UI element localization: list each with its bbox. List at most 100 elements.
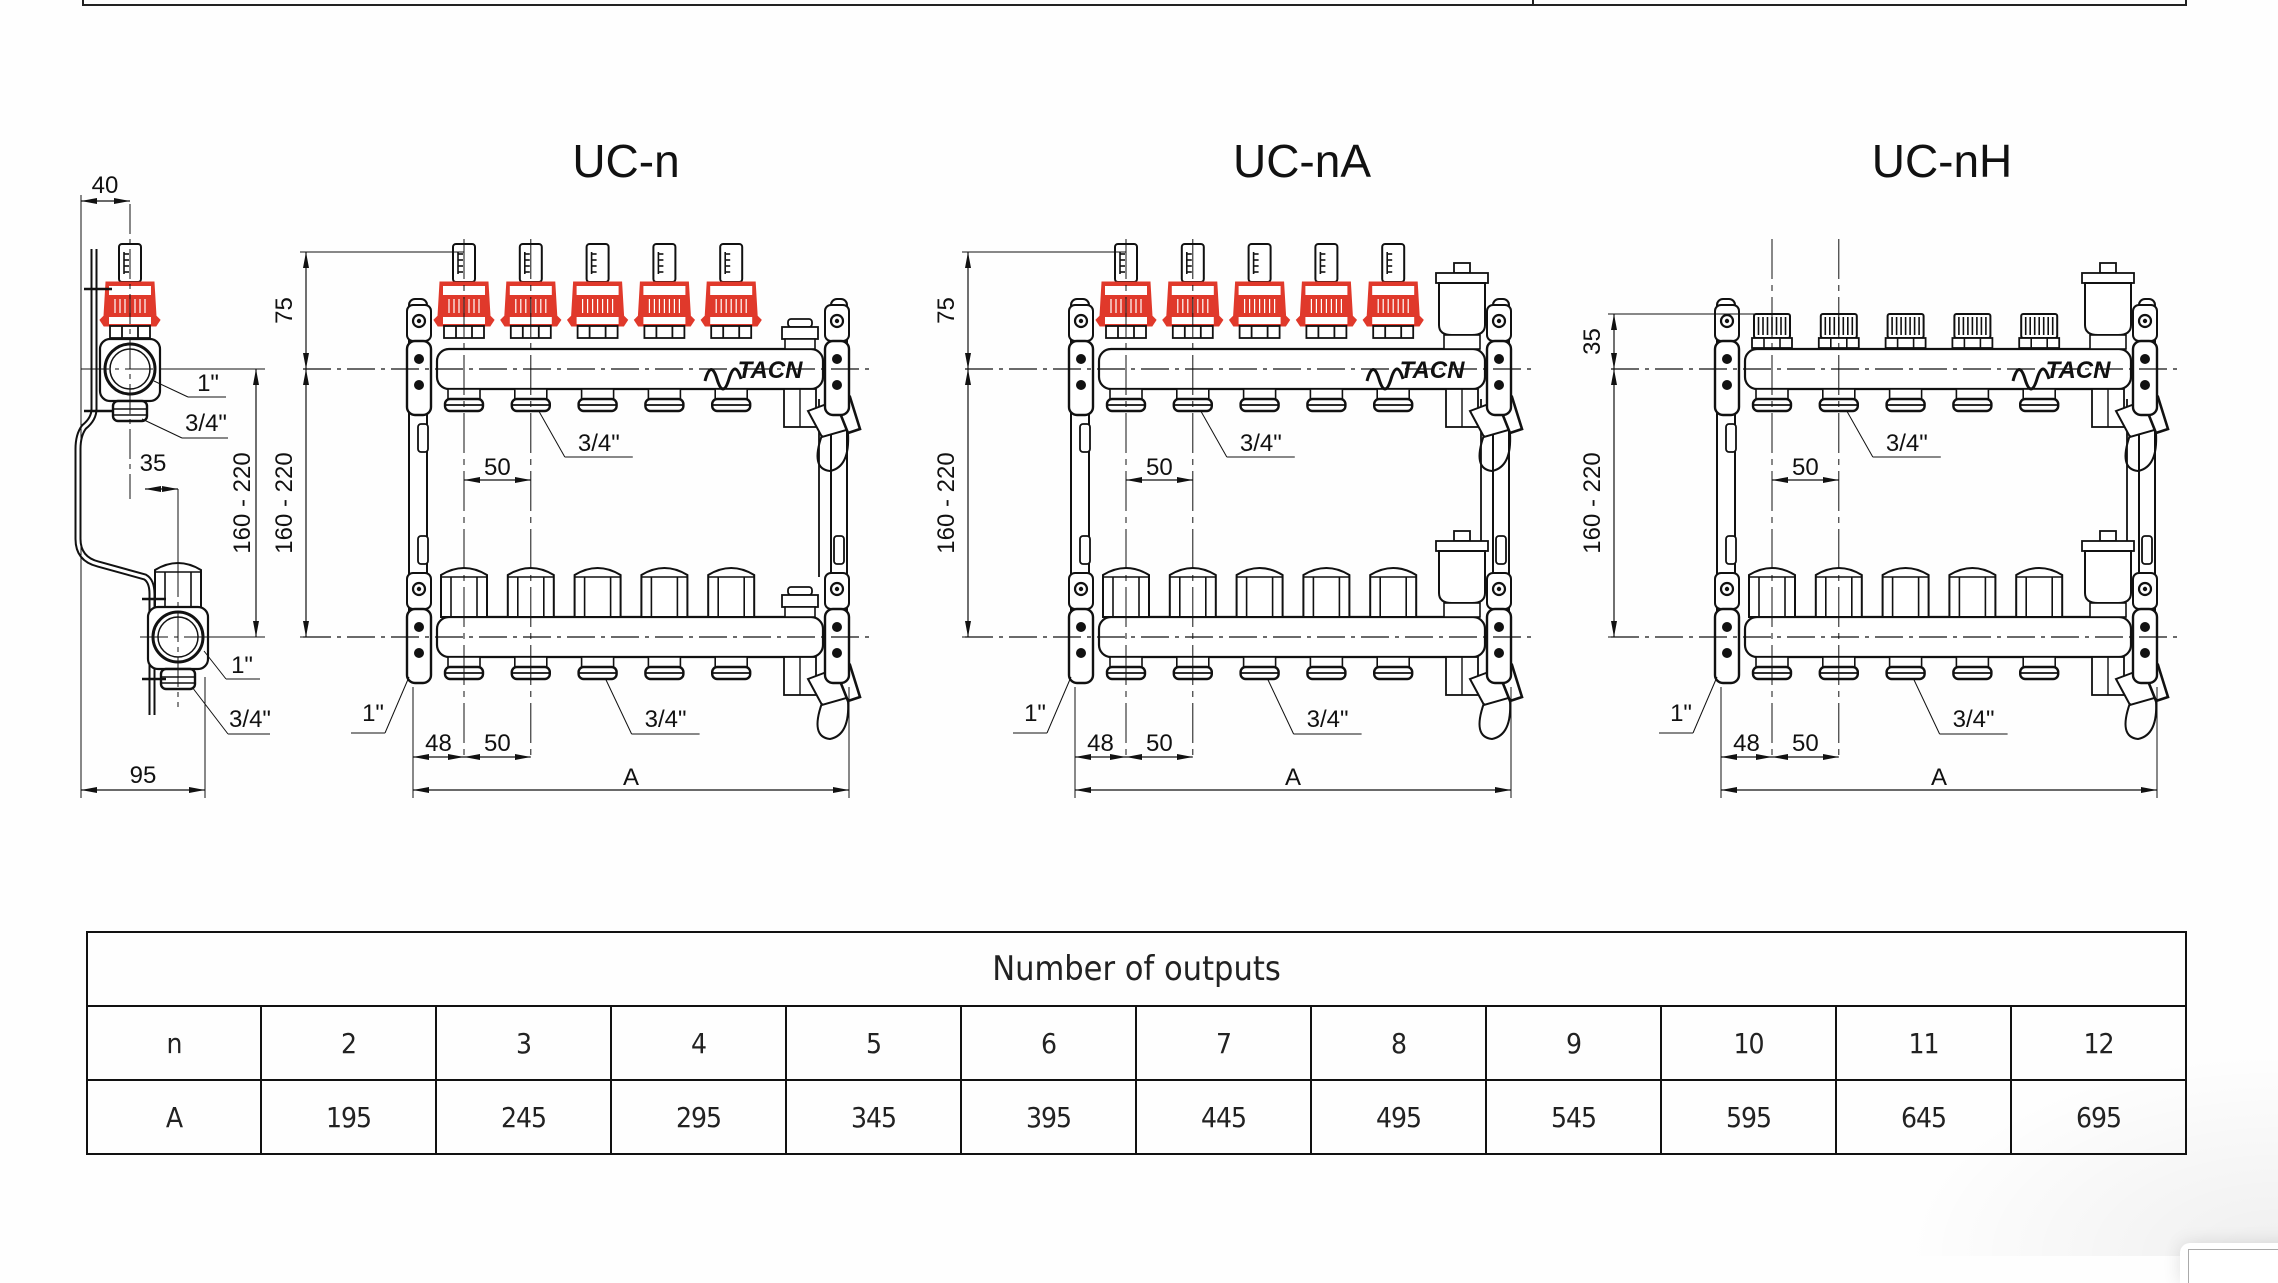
bracket-clamp [1067,339,1095,417]
outlet-thread-icon [1306,388,1347,413]
plug-fitting-icon [781,586,819,618]
bracket-screw-dot [1078,318,1084,324]
mounting-bracket-icon [2131,572,2159,685]
outlet-thread-icon [644,656,685,681]
leader-line [1267,678,1295,735]
vent-nut [2081,540,2135,552]
outlet-nut [580,388,615,400]
table-cell: 10 [1660,1005,1837,1081]
dimension-label: 50 [1146,454,1173,481]
bracket-bolt [414,648,424,658]
bracket-bolt [414,622,424,632]
return-valve-cap-icon [1881,567,1930,618]
drain-chain [816,700,850,741]
dimension-label: 160 - 220 [1579,452,1606,553]
outlet-nut [1955,388,1990,400]
bracket-screw-dot [416,318,422,324]
bracket-screw-dot [2142,318,2148,324]
mounting-bracket-icon [1067,304,1095,417]
bracket-bolt [1722,380,1732,390]
cap-dome [1302,567,1351,618]
cap-band [109,286,151,295]
cap-band [710,286,753,295]
flowmeter-valve-icon [1362,243,1424,339]
leader-line [384,676,410,734]
bracket-screw-dot [1496,318,1502,324]
table-cell: 645 [1835,1079,2012,1155]
bracket-bolt [2140,622,2150,632]
dimension-label: 3/4" [229,706,271,733]
leader-line [1846,410,1874,458]
dimension-label: 50 [1792,730,1819,757]
mounting-bracket-icon [1713,572,1741,685]
air-vent-icon [1435,530,1489,618]
bracket-bolt [832,622,842,632]
valve-body [643,325,686,339]
cap-band [1238,286,1281,295]
gauge-tube [719,243,744,283]
vent-body [2084,550,2132,604]
valve-body [1305,325,1348,339]
bracket-screw-dot [834,318,840,324]
vent-base [2089,602,2127,618]
dimension-label: 1" [1670,700,1692,727]
bracket-screw-dot [1078,586,1084,592]
outlet-nut [1888,656,1923,668]
dimension-label: 3/4" [578,430,620,457]
bracket-bolt [1722,648,1732,658]
bracket-screw-dot [1724,318,1730,324]
table-cell: 445 [1135,1079,1312,1155]
vent-body [1438,550,1486,604]
table-cell: 3 [435,1005,612,1081]
outlet-nut [1309,656,1344,668]
vent-body [2084,282,2132,336]
outlet-nut [647,388,682,400]
table-cell: 5 [785,1005,962,1081]
floating-panel[interactable] [2180,1243,2278,1283]
leader-line [1692,676,1718,734]
plug-fitting-icon [781,318,819,350]
drain-chain [816,432,850,473]
valve-body [1238,325,1281,339]
rail-slot [2141,535,2153,565]
cap-nut [2018,337,2061,349]
leader-line [1200,410,1228,458]
model-title-uc-na: UC-nA [1232,135,1372,187]
bracket-bolt [1494,648,1504,658]
table-cell: 8 [1310,1005,1487,1081]
drain-chain [2124,432,2158,473]
outlet-thread-icon [1952,388,1993,413]
vent-nut [1435,540,1489,552]
outlet-thread-icon [644,388,685,413]
row-label: n [86,1005,262,1081]
outlet-thread-icon [1373,656,1414,681]
table-cell: 2 [260,1005,437,1081]
return-valve-cap-icon [640,567,689,618]
bracket-bolt [1076,354,1086,364]
knurled-cap-icon [2018,313,2061,349]
dimension-label: 48 [425,730,452,757]
outlet-nut [1309,388,1344,400]
previous-page-frame [82,0,2187,6]
dimension-label: 75 [271,297,298,324]
table-caption-row: Number of outputs [86,931,2187,1007]
dimension-label: 48 [1087,730,1114,757]
dimension-label: 3/4" [1240,430,1282,457]
return-valve-cap-icon [1235,567,1284,618]
outlet-nut [580,656,615,668]
outlet-nut [714,388,749,400]
leader-line [1913,678,1941,735]
dimension-label: A [623,764,639,791]
bracket-bolt [1076,380,1086,390]
bracket-clamp [823,339,851,417]
dimension-label: 1" [231,652,253,679]
table-cell: 9 [1485,1005,1662,1081]
drain-chain [1478,432,1512,473]
mounting-bracket-icon [2131,304,2159,417]
cap-band [1238,317,1281,324]
cap-band [1372,317,1415,324]
dimension-label: 160 - 220 [271,452,298,553]
outlet-nut [1376,388,1411,400]
